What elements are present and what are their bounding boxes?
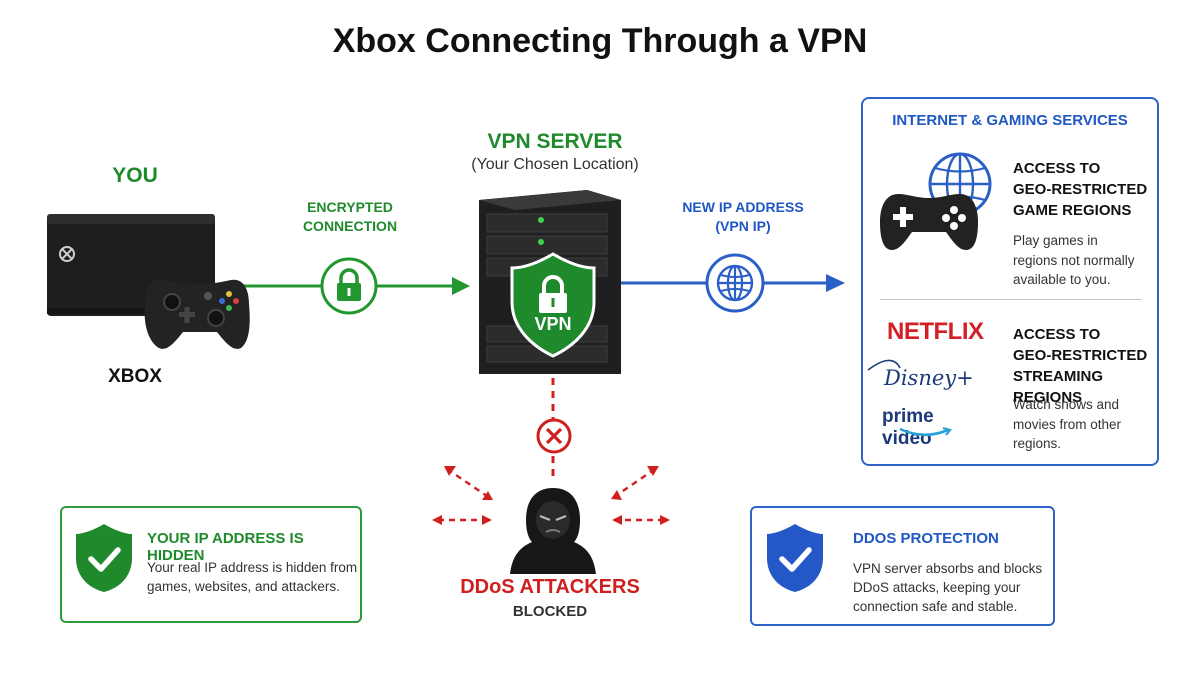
services-title: INTERNET & GAMING SERVICES	[892, 112, 1128, 129]
ddos-protection-title: DDOS PROTECTION	[853, 530, 999, 547]
shield-vpn-text: VPN	[534, 314, 572, 334]
streaming-access-heading: ACCESS TO GEO-RESTRICTED STREAMING REGIO…	[1013, 326, 1148, 406]
xbox-console-icon	[47, 214, 250, 349]
xbox-label: XBOX	[108, 366, 162, 387]
ddos-protection-text: VPN server absorbs and blocks DDoS attac…	[853, 561, 1043, 614]
controller-icon	[144, 279, 250, 349]
blue-arrowhead	[826, 274, 845, 292]
hacker-icon	[510, 488, 596, 574]
ddos-attackers-title: DDoS ATTACKERS	[460, 576, 640, 598]
disney-arc-icon	[867, 359, 901, 371]
game-controller-globe-icon	[880, 152, 992, 250]
page-title: Xbox Connecting Through a VPN	[332, 22, 868, 60]
lock-icon	[320, 257, 378, 315]
check-shield-icon	[76, 524, 132, 592]
services-divider	[880, 299, 1142, 300]
services-panel	[861, 97, 1159, 466]
ddos-blocked-label: BLOCKED	[512, 603, 588, 620]
streaming-access-description: Watch shows and movies from other region…	[1013, 397, 1122, 451]
you-label: YOU	[112, 164, 158, 187]
prime-smile-icon	[899, 426, 952, 437]
green-arrowhead	[452, 277, 470, 295]
netflix-logo: NETFLIX	[887, 318, 984, 345]
encrypted-connection-label: ENCRYPTED CONNECTION	[302, 199, 398, 234]
vpn-server-subtitle: (Your Chosen Location)	[471, 156, 639, 173]
vpn-server-title: VPN SERVER	[487, 130, 623, 153]
games-access-heading: ACCESS TO GEO-RESTRICTED GAME REGIONS	[1013, 160, 1148, 219]
new-ip-label: NEW IP ADDRESS (VPN IP)	[682, 199, 804, 234]
disney-plus-logo: Disney+	[884, 366, 974, 390]
check-shield-icon	[767, 524, 823, 592]
ip-hidden-text: Your real IP address is hidden from game…	[147, 560, 358, 594]
globe-icon	[705, 253, 765, 313]
games-access-description: Play games in regions not normally avail…	[1013, 233, 1135, 287]
shield-icon	[510, 252, 596, 358]
x-mark-icon	[536, 418, 572, 454]
controller-icon	[880, 194, 978, 250]
ip-hidden-title: YOUR IP ADDRESS IS HIDDEN	[147, 530, 304, 564]
